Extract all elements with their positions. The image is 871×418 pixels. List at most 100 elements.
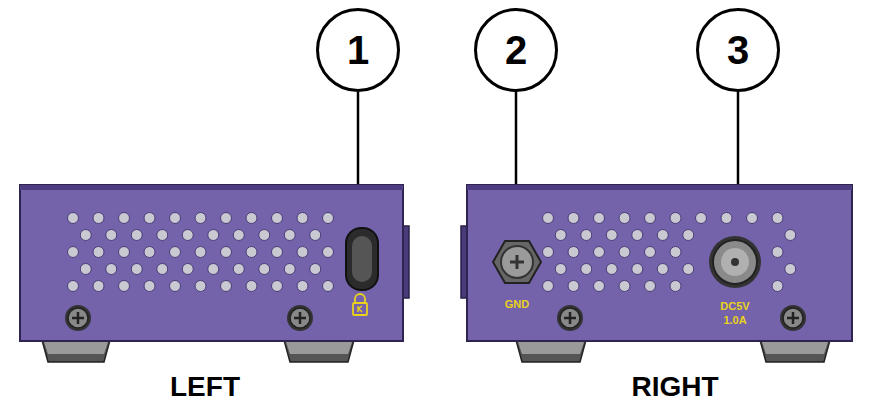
vent-hole (619, 213, 630, 224)
vent-hole (543, 213, 554, 224)
vent-hole (594, 247, 605, 258)
vent-hole (68, 213, 79, 224)
vent-hole (543, 281, 554, 292)
vent-hole (233, 264, 244, 275)
vent-hole (323, 281, 334, 292)
vent-hole (157, 230, 168, 241)
vent-hole (144, 281, 155, 292)
vent-hole (772, 281, 783, 292)
vent-hole (208, 230, 219, 241)
vent-hole (106, 264, 117, 275)
vent-hole (195, 281, 206, 292)
vent-hole (68, 247, 79, 258)
left-side-view (20, 185, 409, 362)
vent-hole (772, 247, 783, 258)
vent-hole (619, 247, 630, 258)
vent-hole (208, 264, 219, 275)
vent-hole (80, 264, 91, 275)
vent-hole (645, 247, 656, 258)
vent-hole (785, 264, 796, 275)
vent-hole (568, 213, 579, 224)
vent-hole (670, 213, 681, 224)
vent-hole (323, 247, 334, 258)
vent-hole (93, 213, 104, 224)
vent-hole (555, 264, 566, 275)
vent-hole (259, 230, 270, 241)
vent-hole (246, 281, 257, 292)
vent-hole (657, 230, 668, 241)
vent-hole (106, 230, 117, 241)
vent-hole (68, 281, 79, 292)
vent-hole (170, 247, 181, 258)
callout-circle: 1 (316, 8, 400, 92)
vent-hole (119, 247, 130, 258)
vent-hole (272, 247, 283, 258)
vent-hole (297, 247, 308, 258)
vent-hole (606, 230, 617, 241)
callout-number: 3 (727, 30, 749, 70)
vent-hole (670, 247, 681, 258)
vent-hole (581, 230, 592, 241)
vent-hole (272, 281, 283, 292)
vent-hole (310, 230, 321, 241)
vent-hole (297, 281, 308, 292)
vent-hole (632, 264, 643, 275)
port-label: DC5V 1.0A (715, 299, 755, 327)
vent-hole (221, 213, 232, 224)
vent-hole (645, 213, 656, 224)
vent-hole (246, 213, 257, 224)
callout-number: 2 (505, 30, 527, 70)
vent-hole (119, 281, 130, 292)
right-side-view (461, 185, 852, 362)
vent-hole (170, 213, 181, 224)
vent-hole (195, 247, 206, 258)
vent-hole (93, 281, 104, 292)
vent-hole (594, 281, 605, 292)
vent-hole (144, 247, 155, 258)
vent-hole (772, 213, 783, 224)
vent-hole (632, 230, 643, 241)
callout-circle: 2 (474, 8, 558, 92)
vent-hole (747, 213, 758, 224)
vent-hole (93, 247, 104, 258)
leader-lines (358, 92, 738, 186)
vent-hole (221, 281, 232, 292)
vent-hole (131, 230, 142, 241)
vent-hole (259, 264, 270, 275)
callout-circle: 3 (696, 8, 780, 92)
vent-hole (581, 264, 592, 275)
vent-hole (182, 264, 193, 275)
vent-hole (670, 281, 681, 292)
vent-hole (284, 264, 295, 275)
vent-hole (131, 264, 142, 275)
vent-hole (144, 213, 155, 224)
vent-hole (246, 247, 257, 258)
vent-hole (721, 213, 732, 224)
vent-hole (683, 264, 694, 275)
vent-hole (297, 213, 308, 224)
vent-hole (619, 281, 630, 292)
vent-hole (543, 247, 554, 258)
vent-hole (182, 230, 193, 241)
view-label: RIGHT (631, 371, 718, 403)
vent-hole (555, 230, 566, 241)
vent-hole (157, 264, 168, 275)
vent-hole (683, 230, 694, 241)
vent-hole (170, 281, 181, 292)
vent-hole (606, 264, 617, 275)
vent-hole (310, 264, 321, 275)
callout-number: 1 (347, 30, 369, 70)
port-label: GND (497, 297, 537, 311)
view-label: LEFT (170, 371, 240, 403)
vent-hole (645, 281, 656, 292)
vent-hole (594, 213, 605, 224)
vent-hole (568, 281, 579, 292)
vent-hole (785, 230, 796, 241)
vent-hole (221, 247, 232, 258)
vent-hole (657, 264, 668, 275)
vent-hole (284, 230, 295, 241)
vent-hole (195, 213, 206, 224)
vent-hole (696, 213, 707, 224)
vent-hole (119, 213, 130, 224)
vent-hole (233, 230, 244, 241)
